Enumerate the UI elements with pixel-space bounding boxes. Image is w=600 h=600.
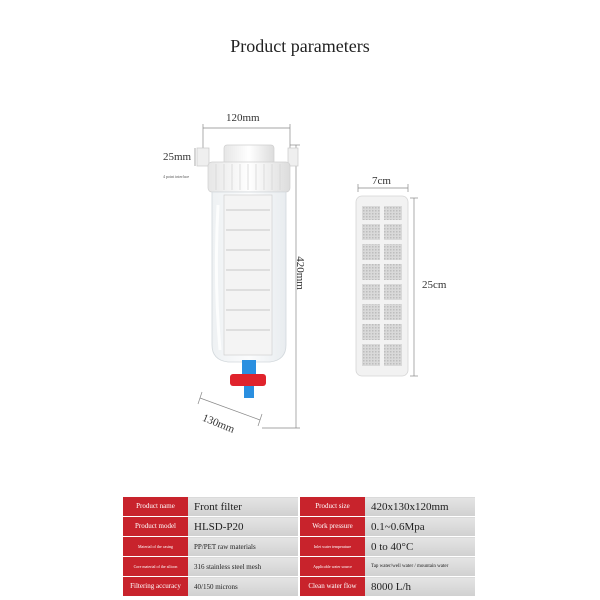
housing-height-label: 420mm bbox=[293, 256, 306, 290]
spec-value: 40/150 microns bbox=[188, 576, 298, 596]
spec-value: 420x130x120mm bbox=[365, 496, 475, 517]
spec-label: Product size bbox=[300, 496, 365, 517]
housing-width-label: 120mm bbox=[226, 112, 260, 124]
spec-label: Filtering accuracy bbox=[123, 576, 188, 596]
drain-valve bbox=[230, 360, 266, 398]
product-illustration bbox=[194, 124, 418, 429]
spec-row: Filtering accuracy 40/150 microns Clean … bbox=[123, 576, 475, 596]
spec-row: Material of the casing PP/PET raw materi… bbox=[123, 536, 475, 557]
spec-label: Product model bbox=[123, 516, 188, 537]
cartridge-height-label: 25cm bbox=[422, 279, 447, 291]
spec-label: Clean water flow bbox=[300, 576, 365, 596]
spec-label: Core material of the silicon bbox=[123, 556, 188, 577]
housing-cap bbox=[207, 144, 291, 193]
inlet-size-label: 25mm bbox=[163, 151, 192, 163]
spec-value: Tap water/well water / mountain water bbox=[365, 556, 475, 577]
spec-label: Material of the casing bbox=[123, 536, 188, 557]
page-title: Product parameters bbox=[230, 36, 370, 56]
cartridge-width-dimension bbox=[357, 184, 409, 192]
spec-label: Inlet water temperature bbox=[300, 536, 365, 557]
inlet-fitting bbox=[196, 147, 210, 167]
spec-value: HLSD-P20 bbox=[188, 516, 298, 537]
spec-label: Work pressure bbox=[300, 516, 365, 537]
housing-bowl bbox=[211, 191, 287, 363]
spec-row: Product name Front filter Product size 4… bbox=[123, 496, 475, 517]
cartridge-width-label: 7cm bbox=[372, 175, 391, 187]
spec-value: Front filter bbox=[188, 496, 298, 517]
spec-row: Product model HLSD-P20 Work pressure 0.1… bbox=[123, 516, 475, 537]
inner-cartridge bbox=[223, 194, 273, 356]
spec-row: Core material of the silicon 316 stainle… bbox=[123, 556, 475, 577]
housing-depth-dimension bbox=[197, 391, 263, 427]
inlet-note-label: 4 point interface bbox=[163, 174, 190, 179]
spec-label: Product name bbox=[123, 496, 188, 517]
spec-value: 8000 L/h bbox=[365, 576, 475, 596]
spec-value: 316 stainless steel mesh bbox=[188, 556, 298, 577]
housing-height-dimension bbox=[262, 144, 300, 429]
spec-table: Product name Front filter Product size 4… bbox=[123, 496, 475, 596]
spec-value: 0 to 40°C bbox=[365, 536, 475, 557]
spec-value: PP/PET raw materials bbox=[188, 536, 298, 557]
outlet-fitting-right bbox=[287, 147, 299, 167]
spec-value: 0.1~0.6Mpa bbox=[365, 516, 475, 537]
filter-cartridge bbox=[355, 195, 409, 377]
spec-label: Applicable water source bbox=[300, 556, 365, 577]
cartridge-height-dimension bbox=[410, 197, 418, 377]
